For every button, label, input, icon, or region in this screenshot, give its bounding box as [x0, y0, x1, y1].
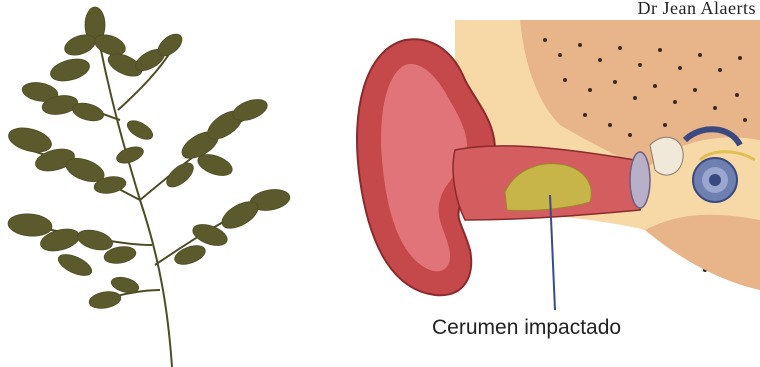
- ear-anatomy-illustration: [345, 20, 760, 320]
- ossicles: [650, 137, 683, 175]
- fern-leaflets: [6, 7, 292, 311]
- author-credit: Dr Jean Alaerts: [638, 0, 756, 19]
- lower-bone: [645, 215, 760, 290]
- eardrum: [630, 152, 650, 208]
- fern-leaf-illustration: [0, 0, 330, 367]
- cerumen-label: Cerumen impactado: [432, 316, 621, 340]
